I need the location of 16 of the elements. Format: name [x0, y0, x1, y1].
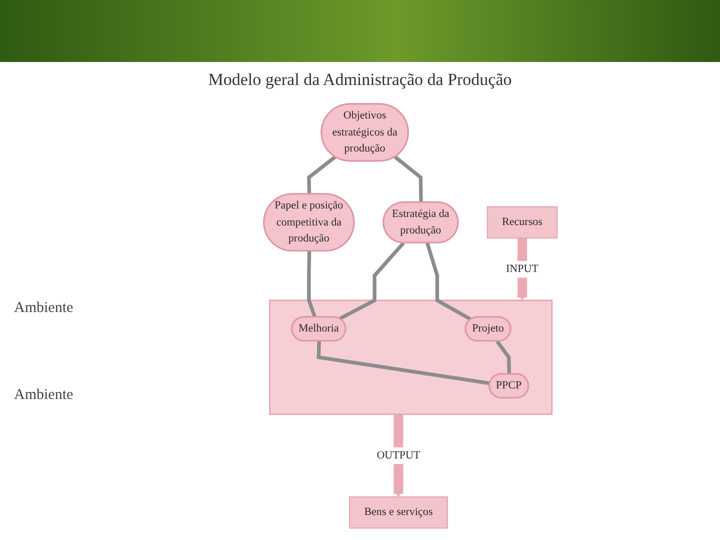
connector — [306, 155, 336, 194]
edge-label: OUTPUT — [376, 449, 420, 462]
connector — [393, 155, 422, 203]
diagram-title: Modelo geral da Administração da Produção — [208, 70, 512, 89]
edge-label: INPUT — [506, 263, 538, 275]
environment-label: Ambiente — [14, 387, 74, 404]
cluster — [268, 300, 552, 415]
connector — [425, 242, 472, 322]
arrow — [393, 414, 403, 498]
node-box: Recursos — [486, 206, 558, 239]
connector — [495, 340, 510, 374]
connector — [306, 251, 316, 318]
connector — [338, 242, 404, 320]
node-box: Bens e serviços — [348, 496, 448, 529]
connector — [316, 341, 490, 386]
environment-label: Ambiente — [14, 300, 74, 317]
